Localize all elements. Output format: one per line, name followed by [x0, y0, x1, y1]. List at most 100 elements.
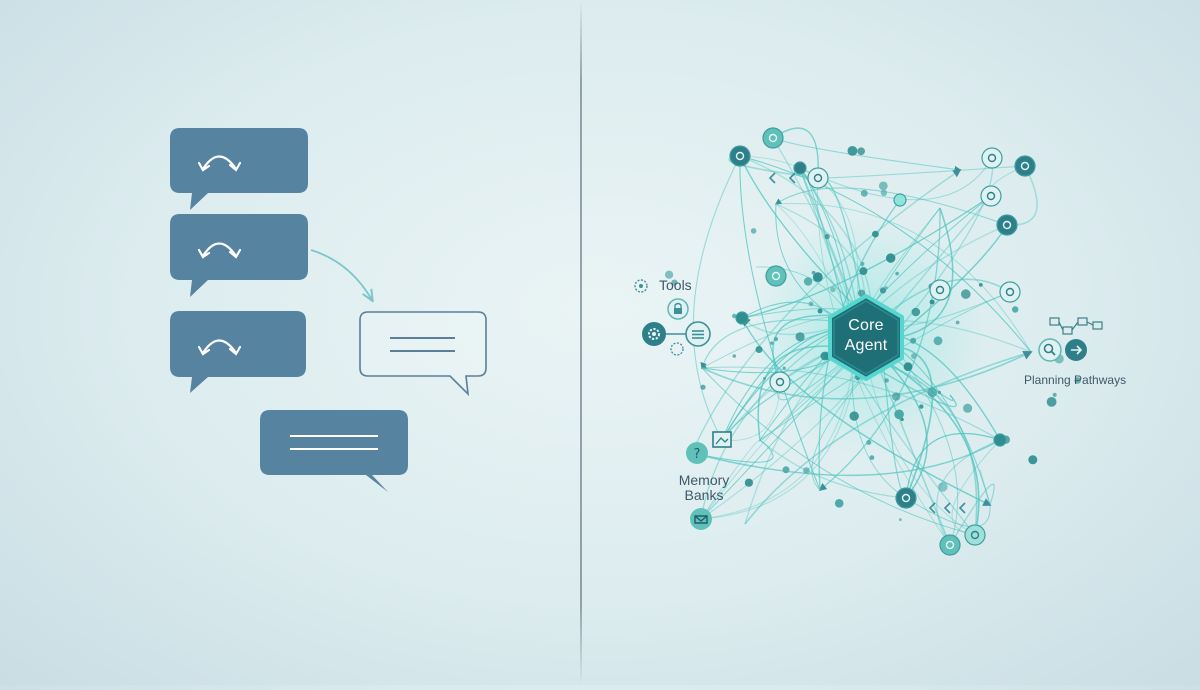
- network-dot: [880, 189, 888, 196]
- connection-curve: [873, 348, 928, 499]
- network-dot: [869, 455, 875, 460]
- network-dot: [892, 392, 901, 401]
- gear-icon: [642, 322, 666, 346]
- outline-chat-bubble: [359, 311, 487, 397]
- network-dot: [961, 289, 971, 299]
- gear-icon: [634, 279, 648, 293]
- connection-curve: [979, 469, 991, 506]
- connection-curve: [851, 350, 907, 499]
- user-icon: [762, 127, 784, 149]
- network-dot: [671, 279, 678, 286]
- network-dot: [830, 286, 836, 293]
- network-dot: [820, 351, 830, 361]
- lock-icon: [667, 298, 689, 320]
- star-icon: [729, 145, 751, 167]
- panel-divider: [580, 0, 582, 685]
- network-dot: [770, 341, 774, 345]
- network-dot: [860, 189, 868, 197]
- network-dot: [884, 378, 889, 383]
- network-dot: [911, 307, 921, 317]
- arrow-icon: [981, 147, 1003, 169]
- planning-pathways-label: Planning Pathways: [1024, 373, 1127, 387]
- connection-curve: [905, 432, 1001, 499]
- arrow-icon: [929, 279, 951, 301]
- connection-curve: [951, 439, 1001, 536]
- network-dot: [817, 308, 823, 314]
- dot-icon: [993, 433, 1007, 447]
- network-dot: [898, 518, 902, 522]
- network-dot: [849, 411, 859, 421]
- connection-curve: [691, 439, 1001, 477]
- network-dot: [795, 332, 805, 342]
- chevron-icon: [943, 502, 951, 514]
- network-dot: [903, 362, 913, 372]
- connection-curve: [775, 203, 1032, 353]
- network-dot: [847, 146, 858, 156]
- coin-icon: [996, 214, 1018, 236]
- chat-bubble-1: [170, 128, 308, 210]
- network-dot: [750, 228, 757, 234]
- memory-banks-label: Memory Banks: [672, 473, 736, 503]
- connection-curve: [741, 317, 992, 506]
- network-dot: [824, 233, 830, 240]
- memory-label-text: Memory Banks: [678, 472, 730, 503]
- settings-icon: [807, 167, 829, 189]
- envelope-icon: [690, 508, 712, 530]
- image-icon: [712, 431, 732, 448]
- network-dot: [910, 337, 917, 344]
- connection-curve: [698, 321, 852, 521]
- connection-curve: [744, 351, 1032, 525]
- network-dot: [878, 181, 888, 191]
- planning-cluster: [1038, 317, 1103, 362]
- connection-curve: [870, 351, 980, 536]
- dot-icon: [735, 311, 749, 325]
- glow-dot-icon: [893, 193, 907, 207]
- network-dot: [811, 270, 816, 275]
- network-dot: [872, 230, 879, 238]
- search-icon: [1038, 338, 1062, 362]
- list-icon: [685, 321, 711, 347]
- network-dot: [894, 409, 904, 420]
- connection-curve: [741, 195, 992, 319]
- network-dot: [895, 271, 899, 276]
- core-agent-node: [828, 294, 904, 381]
- network-dot: [933, 336, 943, 346]
- gear-icon: [980, 185, 1002, 207]
- network-dot: [963, 403, 973, 413]
- connection-curve: [701, 366, 1001, 441]
- tools-cluster: [634, 279, 711, 356]
- network-dot: [919, 404, 924, 409]
- flow-diagram-icon: [1049, 317, 1103, 335]
- network-dot: [859, 267, 868, 276]
- network-dot: [866, 440, 872, 445]
- core-agent-line-2: Agent: [844, 337, 888, 354]
- connection-curve: [772, 127, 819, 179]
- connection-curve: [799, 157, 993, 201]
- connection-curve: [876, 157, 994, 357]
- network-dot: [860, 261, 865, 266]
- person-icon: [895, 487, 917, 509]
- network-dot: [1028, 455, 1038, 465]
- network-dot: [1052, 392, 1057, 397]
- reply-chat-bubble: [260, 410, 408, 492]
- connection-curve: [701, 351, 1033, 400]
- network-dot: [803, 467, 810, 474]
- flow-arrow: [310, 249, 372, 300]
- question-icon: ?: [686, 442, 708, 464]
- chevron-icon: [928, 502, 936, 514]
- network-dot: [732, 313, 737, 319]
- network-dot: [879, 287, 887, 294]
- network-dot: [782, 366, 786, 370]
- chat-bubble-2: [170, 214, 308, 297]
- svg-text:?: ?: [694, 447, 701, 462]
- connection-curve: [774, 187, 1008, 226]
- connection-curve: [701, 367, 976, 536]
- scatter-nodes: [665, 127, 1081, 556]
- network-dot: [955, 320, 960, 325]
- chevron-icon: [768, 172, 776, 184]
- network-dot: [978, 283, 983, 287]
- chevron-icon: [788, 172, 796, 184]
- network-dot: [1046, 397, 1057, 407]
- lock-icon: [1014, 155, 1036, 177]
